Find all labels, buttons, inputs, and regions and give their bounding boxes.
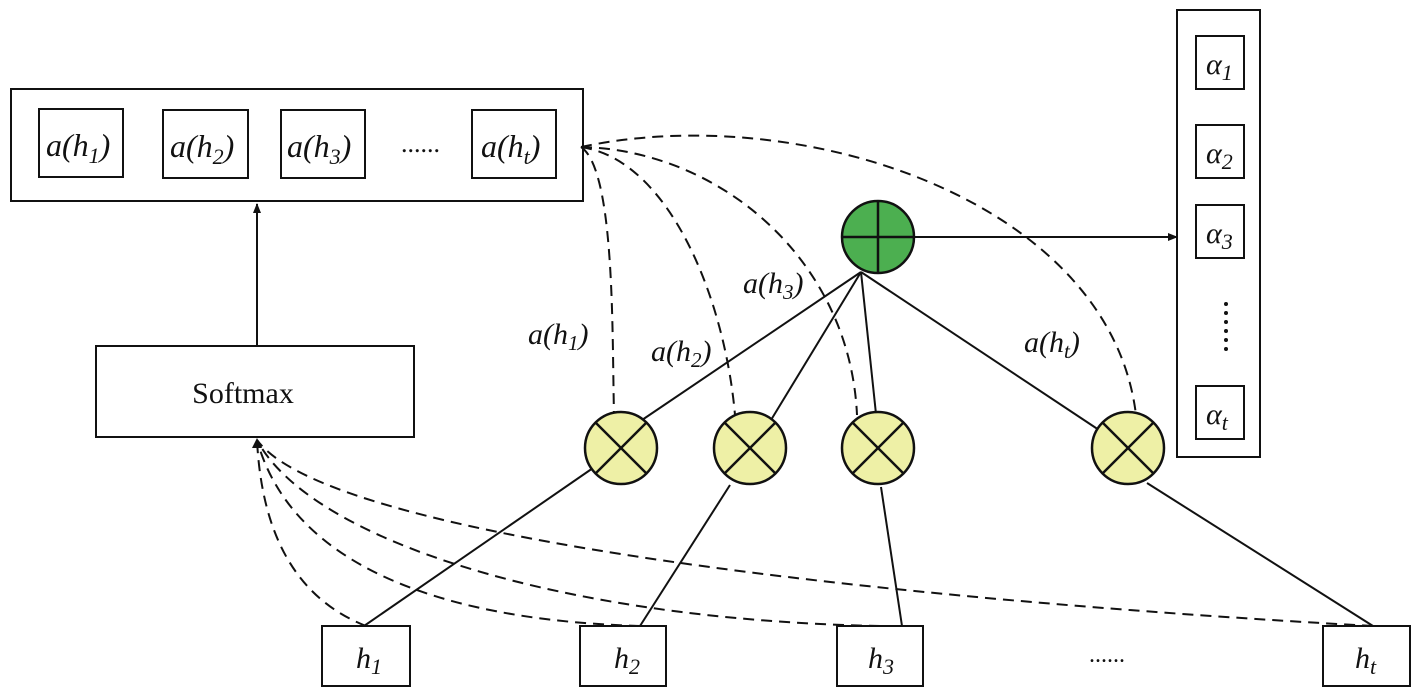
edge-mult2-sum: [770, 271, 862, 421]
edge-label-t: a(ht): [1024, 326, 1080, 363]
dash-h3-softmax: [256, 439, 881, 627]
edge-label-1: a(h1): [528, 318, 589, 355]
hidden-state-2: h2: [579, 625, 667, 687]
edge-mult3-sum: [860, 271, 877, 415]
edge-ht-multt: [1146, 482, 1374, 627]
dash-score-mult1: [580, 146, 615, 416]
dash-score-mult2: [580, 146, 736, 416]
svg-text:αt: αt: [1206, 398, 1229, 435]
edge-mult1-sum: [641, 271, 862, 421]
dash-score-mult3: [580, 146, 858, 416]
edge-h2-mult2: [639, 484, 731, 627]
svg-text:α3: α3: [1206, 217, 1233, 254]
weight-cell-1: α1: [1195, 35, 1245, 90]
weight-ellipsis: [1224, 302, 1228, 351]
score-cell-2: a(h2): [162, 109, 249, 179]
svg-text:α2: α2: [1206, 137, 1233, 174]
softmax-label: Softmax: [192, 377, 294, 410]
multiply-node-3: [840, 410, 916, 486]
score-vector: a(h1) a(h2) a(h3) ...... a(ht): [10, 88, 584, 202]
edge-h1-mult1: [363, 467, 594, 627]
softmax-block: Softmax: [95, 345, 415, 438]
sum-node: [840, 199, 916, 275]
edge-multt-sum: [860, 271, 1100, 431]
hidden-ellipsis: ......: [1089, 642, 1125, 668]
dash-score-multt: [580, 134, 1137, 416]
score-ellipsis: ......: [401, 129, 440, 158]
weight-cell-2: α2: [1195, 124, 1245, 179]
svg-text:a(ht): a(ht): [481, 128, 540, 169]
edge-label-3: a(h3): [743, 267, 804, 304]
hidden-state-3: h3: [836, 625, 924, 687]
multiply-node-2: [712, 410, 788, 486]
dash-h2-softmax: [256, 439, 641, 627]
svg-text:h3: h3: [868, 642, 894, 679]
dash-h1-softmax: [256, 439, 367, 627]
svg-text:a(h3): a(h3): [287, 128, 351, 169]
score-cell-3: a(h3): [280, 109, 366, 179]
multiply-node-1: [583, 410, 659, 486]
hidden-state-1: h1: [321, 625, 411, 687]
svg-text:h1: h1: [356, 642, 382, 679]
multiply-node-t: [1090, 410, 1166, 486]
softmax-input-arrowhead: [252, 438, 262, 448]
weight-cell-t: αt: [1195, 385, 1245, 440]
weight-vector: α1 α2 α3 αt: [1176, 9, 1261, 458]
svg-text:α1: α1: [1206, 48, 1233, 85]
svg-text:h2: h2: [614, 642, 640, 679]
dash-ht-softmax: [256, 439, 1374, 627]
svg-text:ht: ht: [1355, 642, 1377, 679]
svg-text:a(h2): a(h2): [170, 128, 234, 169]
hidden-state-t: ht: [1322, 625, 1411, 687]
score-cell-1: a(h1): [38, 108, 124, 178]
edge-h3-mult3: [880, 486, 903, 627]
weight-cell-3: α3: [1195, 204, 1245, 259]
score-cell-t: a(ht): [471, 109, 557, 179]
edge-label-2: a(h2): [651, 335, 712, 372]
svg-text:a(h1): a(h1): [46, 127, 110, 168]
